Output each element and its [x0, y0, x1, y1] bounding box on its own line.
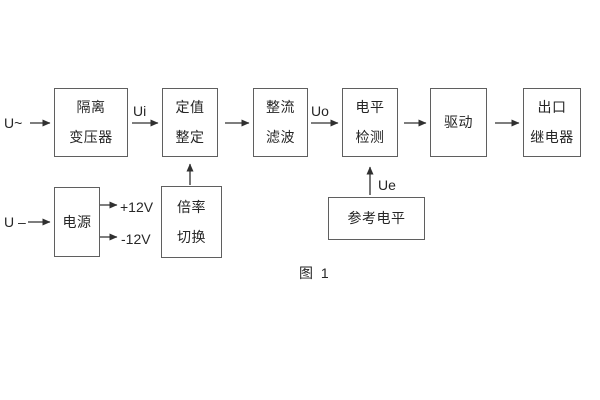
block-label-line: 继电器 [530, 129, 574, 145]
block-driver: 驱动 [430, 88, 487, 157]
block-label-line: 电平 [355, 99, 385, 115]
block-setpoint-adjustment: 定值 整定 [162, 88, 218, 157]
signal-ui-label: Ui [133, 103, 147, 119]
block-output-relay: 出口 继电器 [523, 88, 581, 157]
block-label-line: 隔离 [76, 99, 106, 115]
block-level-detection: 电平 检测 [342, 88, 398, 157]
block-label-line: 变压器 [69, 129, 113, 145]
signal-ue-label: Ue [378, 177, 396, 193]
block-isolation-transformer: 隔离 变压器 [54, 88, 128, 157]
dc-input-label: U – [4, 214, 26, 230]
block-reference-level: 参考电平 [328, 197, 425, 240]
block-label-line: 切换 [177, 228, 206, 245]
ac-input-label: U~ [4, 115, 23, 131]
plus-12v-label: +12V [120, 199, 154, 215]
block-rectifier-filter: 整流 滤波 [253, 88, 308, 157]
block-label-line: 参考电平 [347, 210, 406, 226]
block-power-supply: 电源 [54, 187, 100, 257]
block-ratio-switching: 倍率 切换 [161, 186, 222, 258]
block-label-line: 倍率 [177, 198, 206, 215]
block-label-line: 检测 [355, 129, 385, 145]
signal-uo-label: Uo [311, 103, 329, 119]
block-label-line: 出口 [537, 99, 567, 115]
block-label-line: 整定 [175, 129, 205, 145]
block-label-line: 驱动 [444, 114, 473, 130]
block-label-line: 整流 [266, 99, 295, 115]
block-label-line: 滤波 [266, 129, 295, 145]
block-label-line: 电源 [62, 213, 92, 230]
block-label-line: 定值 [175, 99, 205, 115]
figure-caption: 图 1 [299, 265, 331, 281]
minus-12v-label: -12V [121, 231, 151, 247]
